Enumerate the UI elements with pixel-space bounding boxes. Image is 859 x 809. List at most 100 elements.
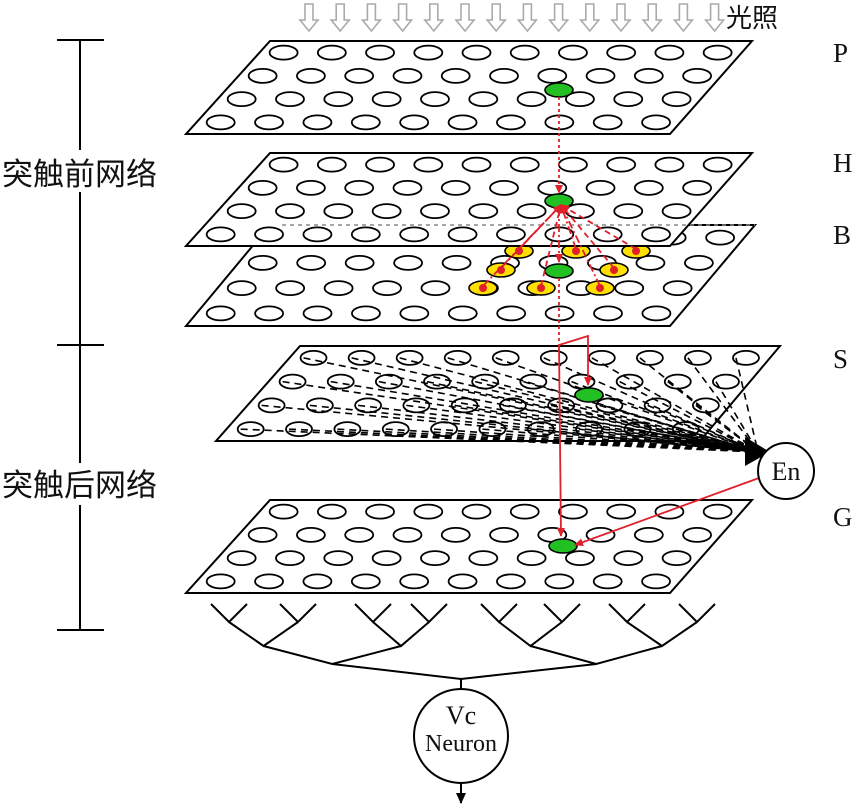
cell (509, 156, 540, 173)
cell (491, 349, 520, 366)
cell (350, 573, 381, 590)
vc-label: Vc (446, 701, 476, 730)
cell (496, 305, 527, 322)
layer-plate (183, 152, 755, 247)
cell (323, 550, 354, 567)
cell (606, 44, 637, 61)
cell (205, 226, 236, 243)
cell (489, 67, 519, 84)
active-cell (574, 387, 604, 403)
cell (323, 280, 354, 297)
cell (509, 44, 540, 61)
cell (296, 67, 326, 84)
synapse-dot (515, 247, 523, 255)
cell (392, 67, 423, 84)
cell (420, 280, 451, 297)
cell (606, 156, 637, 173)
projection-line (530, 428, 759, 453)
cell (592, 573, 623, 590)
cell (305, 397, 334, 414)
projection-line (303, 357, 759, 453)
ganglion-convergence-tree (210, 603, 716, 689)
convergence-arrow-icon (745, 437, 770, 466)
projection-line (591, 357, 759, 453)
cell (468, 203, 499, 220)
cell (420, 91, 450, 108)
cell (712, 373, 740, 390)
projection-line (482, 428, 759, 453)
cell (413, 503, 444, 520)
cell (592, 114, 623, 131)
cell (537, 67, 568, 84)
vc-neuron: Vc Neuron (413, 688, 509, 804)
cell (516, 91, 547, 108)
cell (613, 91, 644, 108)
light-arrow-icon (672, 3, 695, 33)
projection-line (647, 404, 759, 453)
cell (254, 573, 284, 590)
light-arrow-icon (547, 3, 570, 33)
light-arrow-icon (610, 3, 632, 33)
cell (296, 254, 327, 271)
cell (661, 91, 692, 108)
presynaptic-network-label: 突触前网络 (2, 157, 157, 193)
cell (516, 550, 547, 567)
active-cell (548, 538, 578, 554)
cell (683, 254, 714, 271)
cell (399, 114, 430, 131)
cell (226, 280, 257, 297)
cell (372, 280, 402, 297)
projection-line (385, 428, 759, 453)
cell (516, 203, 547, 220)
cell (539, 349, 568, 366)
cell (705, 229, 736, 246)
projection-line (282, 380, 759, 453)
projection-line (735, 357, 759, 453)
cell (633, 526, 664, 543)
projection-line (309, 404, 759, 453)
cell (641, 305, 672, 322)
cell (558, 503, 588, 520)
cell (440, 67, 471, 84)
cell (392, 179, 423, 196)
cell (420, 203, 450, 220)
cell (226, 203, 257, 220)
cell (268, 503, 299, 520)
light-arrow-icon (423, 3, 445, 33)
cell (641, 573, 671, 590)
cell (682, 526, 713, 543)
layer-g-ganglion (183, 499, 755, 594)
cell (489, 526, 519, 543)
light-arrows (298, 3, 726, 33)
cell (702, 503, 733, 520)
cell (205, 305, 236, 322)
en-label: En (772, 457, 801, 486)
cell (635, 254, 666, 271)
cell (205, 114, 236, 131)
cell (614, 280, 645, 297)
cell (447, 114, 478, 131)
cell (633, 179, 664, 196)
light-arrow-icon (516, 3, 539, 33)
cell (440, 179, 471, 196)
cell (654, 44, 685, 61)
cell (537, 179, 568, 196)
light-arrow-icon (360, 3, 383, 33)
cell (226, 91, 257, 108)
cell (402, 397, 431, 414)
light-arrow-icon (391, 3, 414, 33)
light-arrow-icon (703, 3, 726, 33)
cell (275, 203, 305, 220)
cell (447, 226, 478, 243)
layer-s (213, 345, 783, 466)
cell (732, 349, 760, 366)
cell (641, 114, 671, 131)
cell (399, 573, 430, 590)
cell (371, 203, 402, 220)
cell (323, 91, 354, 108)
cell (316, 503, 347, 520)
cell (296, 526, 326, 543)
cell (392, 526, 423, 543)
cell (413, 156, 444, 173)
cell (247, 526, 278, 543)
